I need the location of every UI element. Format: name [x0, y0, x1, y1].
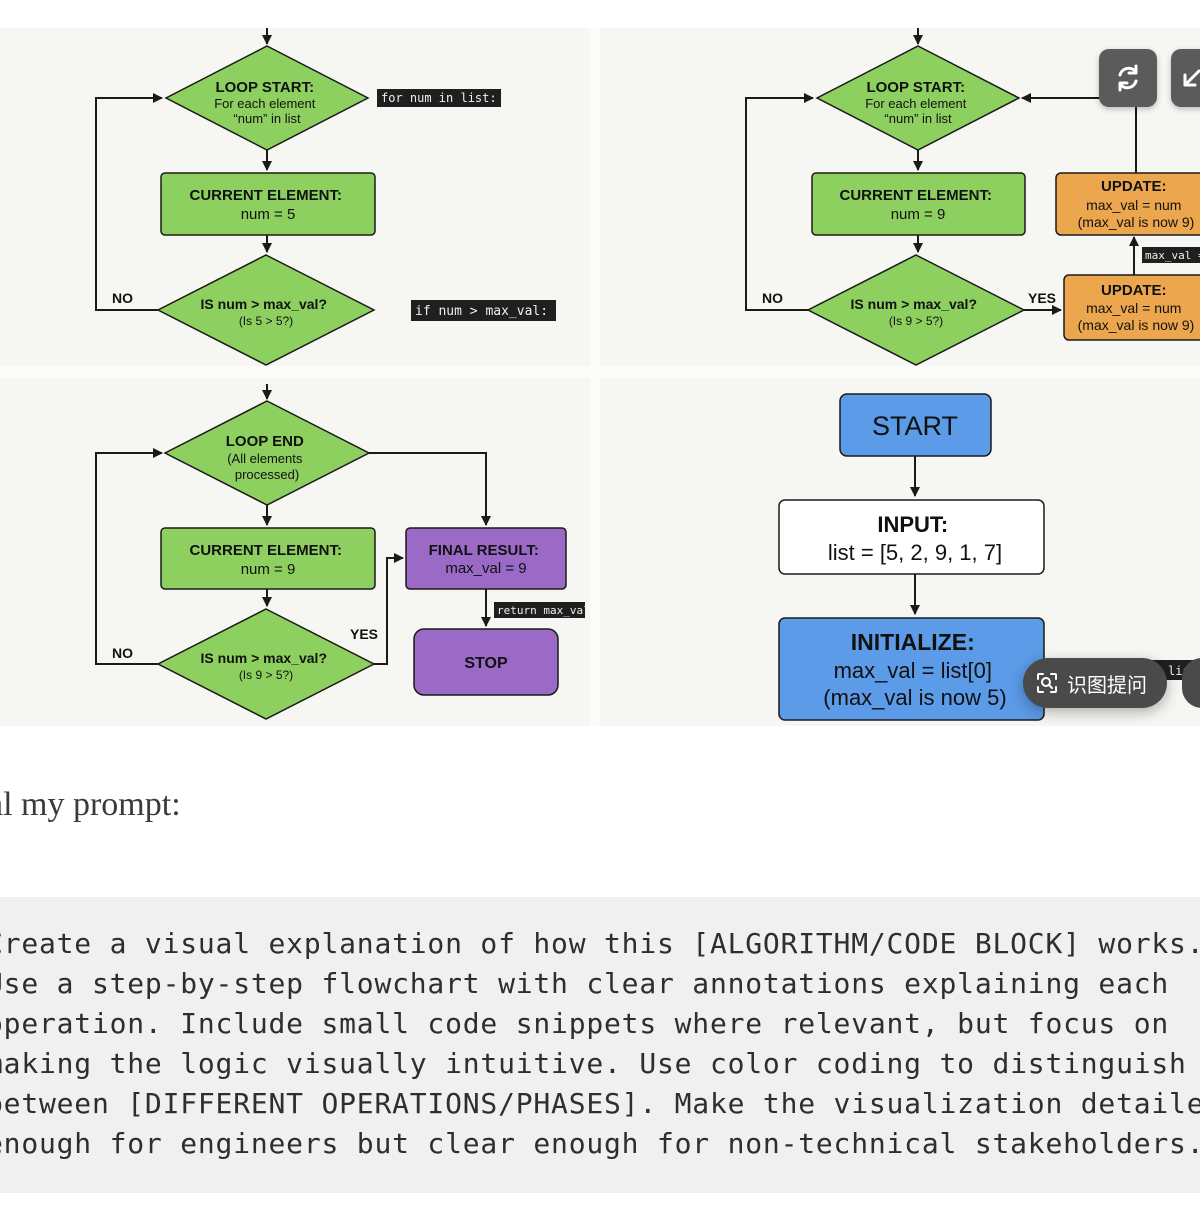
loop-end-desc: processed) [235, 467, 299, 482]
start-label: START [872, 411, 958, 441]
svg-text:CURRENT ELEMENT: num =: CURRENT ELEMENT: num = 5 [190, 187, 347, 223]
svg-text:UPDATE: max_val = num: UPDATE: max_val = num (max_val is now 9) [1078, 282, 1195, 333]
current-element-value: num = 9 [241, 561, 296, 578]
decision-question: IS num > max_val? [851, 296, 977, 312]
yes-label: YES [1028, 290, 1056, 306]
svg-text:IS num > max_val? (Is: IS num > max_val? (Is 5 > 5?) [201, 296, 332, 328]
prose-text: al my prompt: [0, 786, 181, 823]
update-assignment: max_val = num [1086, 197, 1181, 213]
panel-start-initialize: START INPUT: list = [5, 2, 9, 1, 7] INIT… [778, 393, 1200, 721]
loop-start-title: LOOP START: [215, 79, 314, 96]
loop-start-desc: “num” in list [884, 111, 952, 126]
final-result-value: max_val = 9 [445, 560, 526, 577]
code-line: operation. Include small code snippets w… [0, 1007, 1170, 1040]
current-element-title: CURRENT ELEMENT: [190, 187, 343, 204]
code-line: making the logic visually intuitive. Use… [0, 1047, 1187, 1080]
svg-text:IS num > max_val? (Is: IS num > max_val? (Is 9 > 5?) [201, 650, 332, 682]
scan-image-icon [1037, 673, 1057, 693]
svg-text:FINAL RESULT: max_val: FINAL RESULT: max_val = 9 [429, 542, 544, 577]
shrink-button[interactable] [1171, 49, 1200, 107]
code-update-text: max_val = [1145, 249, 1200, 262]
code-for-text: for num in list: [381, 91, 497, 105]
code-line: enough for engineers but clear enough fo… [0, 1127, 1200, 1160]
stop-label: STOP [464, 655, 508, 672]
decision-diamond [156, 608, 376, 720]
decision-detail: (Is 9 > 5?) [889, 314, 943, 328]
decision-diamond [156, 254, 376, 366]
initialize-title: INITIALIZE: [851, 629, 975, 655]
update-assignment: max_val = num [1086, 300, 1181, 316]
no-label: NO [112, 645, 133, 661]
current-element-title: CURRENT ELEMENT: [840, 187, 993, 204]
decision-question: IS num > max_val? [201, 650, 327, 666]
decision-diamond [806, 254, 1026, 366]
update-title: UPDATE: [1101, 282, 1167, 299]
image-ask-button[interactable]: 识图提问 [1023, 658, 1167, 708]
svg-text:LOOP START: For each e: LOOP START: For each element “num” in li… [214, 79, 320, 126]
decision-detail: (Is 9 > 5?) [239, 668, 293, 682]
initialize-note: (max_val is now 5) [823, 685, 1006, 710]
initialize-assignment: max_val = list[0] [834, 658, 992, 683]
final-result-title: FINAL RESULT: [429, 542, 539, 559]
code-snippet-if [411, 300, 556, 321]
svg-text:INPUT: list = [5, 2, 9: INPUT: list = [5, 2, 9, 1, 7] [828, 512, 1002, 565]
overlay-more-button[interactable] [1182, 658, 1200, 708]
code-return-text: return max_val [497, 604, 590, 617]
code-snippet-return [494, 602, 585, 618]
code-snippet-for [377, 89, 501, 107]
svg-text:UPDATE: max_val = num: UPDATE: max_val = num (max_val is now 9) [1078, 178, 1195, 230]
yes-label: YES [350, 626, 378, 642]
current-element-box [811, 172, 1026, 236]
current-element-value: num = 9 [891, 206, 946, 223]
shrink-icon [1183, 69, 1200, 87]
panel-loop-end: LOOP END (All elements processed) CURREN… [95, 384, 590, 720]
code-block: Create a visual explanation of how this … [0, 897, 1200, 1193]
figure-divider-horizontal [0, 366, 1200, 378]
update-box-bottom [1063, 274, 1200, 341]
code-snippet-update [1142, 247, 1200, 263]
loop-start-title: LOOP START: [866, 79, 965, 96]
update-note: (max_val is now 9) [1078, 317, 1195, 333]
svg-text:CURRENT ELEMENT: num =: CURRENT ELEMENT: num = 9 [840, 187, 997, 223]
no-label: NO [112, 290, 133, 306]
input-title: INPUT: [877, 512, 948, 537]
current-element-value: num = 5 [241, 206, 296, 223]
code-line: Use a step-by-step flowchart with clear … [0, 967, 1170, 1000]
loop-start-desc: “num” in list [233, 111, 301, 126]
code-line: Create a visual explanation of how this … [0, 927, 1200, 960]
decision-question: IS num > max_val? [201, 296, 327, 312]
current-element-title: CURRENT ELEMENT: [190, 542, 343, 559]
no-label: NO [762, 290, 783, 306]
svg-text:INITIALIZE: max_val =: INITIALIZE: max_val = list[0] (max_val i… [823, 629, 1006, 710]
panel-loop-first-iteration: LOOP START: For each element “num” in li… [95, 28, 556, 366]
refresh-icon [1118, 64, 1138, 92]
code-line: between [DIFFERENT OPERATIONS/PHASES]. M… [0, 1087, 1200, 1120]
loop-end-desc: (All elements [227, 451, 303, 466]
panel-loop-update-iteration: LOOP START: For each element “num” in li… [745, 28, 1200, 366]
input-value: list = [5, 2, 9, 1, 7] [828, 540, 1002, 565]
update-note: (max_val is now 9) [1078, 214, 1195, 230]
svg-text:LOOP END (All elements: LOOP END (All elements processed) [226, 433, 309, 482]
update-title: UPDATE: [1101, 178, 1167, 195]
stop-box [413, 628, 559, 696]
loop-end-title: LOOP END [226, 433, 304, 450]
code-if-text: if num > max_val: [415, 304, 548, 319]
flowchart-figure: LOOP START: For each element “num” in li… [0, 28, 1200, 726]
decision-detail: (Is 5 > 5?) [239, 314, 293, 328]
svg-text:CURRENT ELEMENT: num =: CURRENT ELEMENT: num = 9 [190, 542, 347, 578]
svg-text:LOOP START: For each e: LOOP START: For each element “num” in li… [865, 79, 971, 126]
image-ask-label: 识图提问 [1067, 672, 1147, 697]
refresh-button[interactable] [1099, 49, 1157, 107]
input-box [778, 499, 1045, 575]
loop-start-desc: For each element [214, 96, 316, 111]
current-element-box [160, 172, 376, 236]
loop-start-desc: For each element [865, 96, 967, 111]
svg-text:IS num > max_val? (Is: IS num > max_val? (Is 9 > 5?) [851, 296, 982, 328]
